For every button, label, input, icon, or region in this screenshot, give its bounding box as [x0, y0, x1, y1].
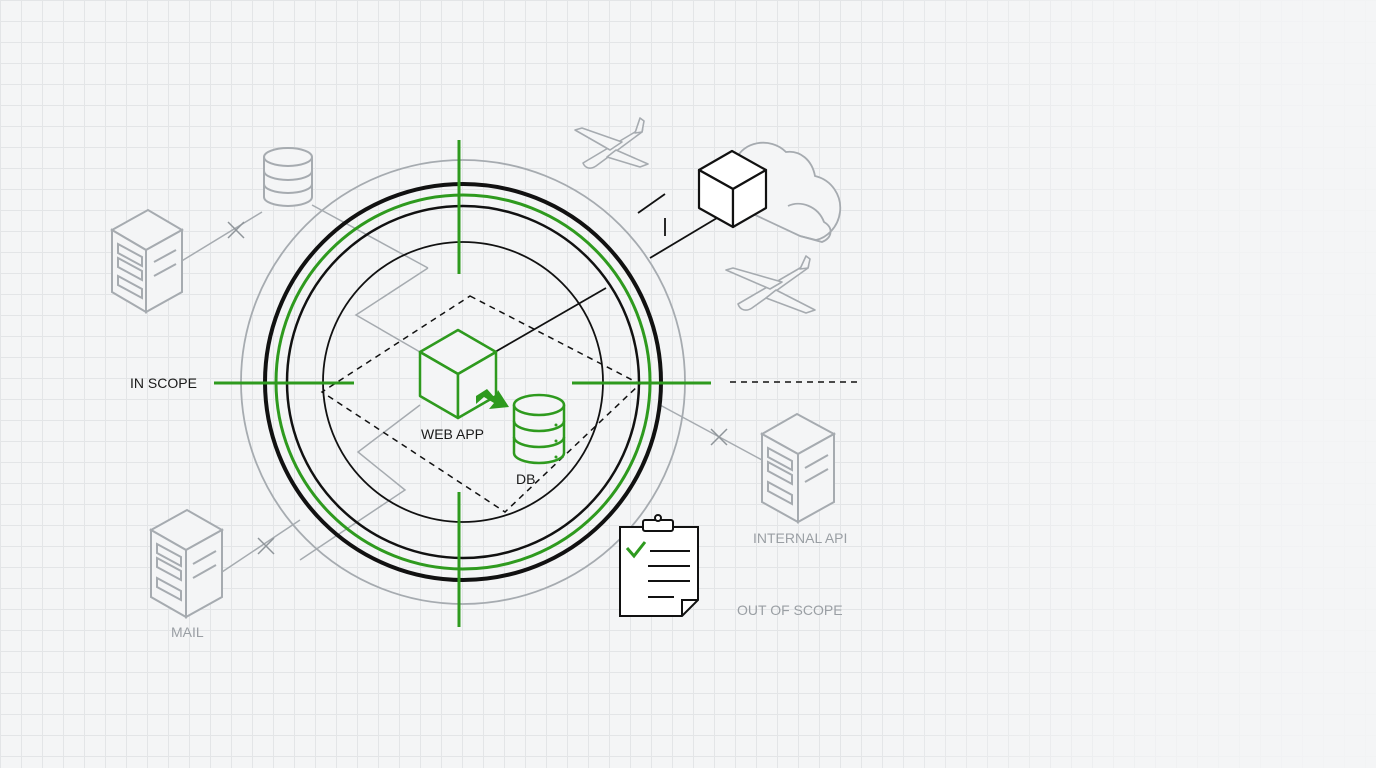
- airplane-icon: [574, 117, 649, 169]
- in-scope-label: IN SCOPE: [130, 375, 197, 391]
- cube-icon: [697, 149, 768, 229]
- link-mail-ring: [221, 519, 301, 573]
- cut-marks: [227, 221, 728, 555]
- internal-api-label: INTERNAL API: [753, 530, 847, 546]
- server-icon: [109, 208, 185, 314]
- out-of-scope-label: OUT OF SCOPE: [737, 602, 843, 618]
- web-app-label: WEB APP: [421, 426, 484, 442]
- web-app-cube-icon: [418, 328, 498, 420]
- mail-server-icon: [148, 508, 225, 619]
- scope-boundary-dashed: [320, 295, 858, 513]
- db-label: DB: [516, 471, 535, 487]
- airplane-icon: [725, 255, 816, 314]
- link-db-ring: [311, 204, 429, 269]
- crosshair: [214, 140, 711, 627]
- link-inner-zigzag-bottom: [299, 404, 421, 561]
- link-ring-internal-api: [659, 404, 763, 461]
- cut-mark-icon: [257, 537, 275, 555]
- arrow-icon: [476, 389, 509, 409]
- database-icon: [263, 147, 313, 207]
- internal-api-server-icon: [759, 412, 837, 524]
- link-webapp-cube: [494, 193, 723, 353]
- clipboard-check-icon: [619, 514, 699, 617]
- link-server-db: [179, 211, 263, 263]
- connection-lines: [179, 204, 763, 573]
- link-inner-zigzag-top: [354, 267, 429, 353]
- mail-label: MAIL: [171, 624, 204, 640]
- cut-mark-icon: [710, 428, 728, 446]
- db-icon: [512, 393, 566, 465]
- cut-mark-icon: [227, 221, 245, 239]
